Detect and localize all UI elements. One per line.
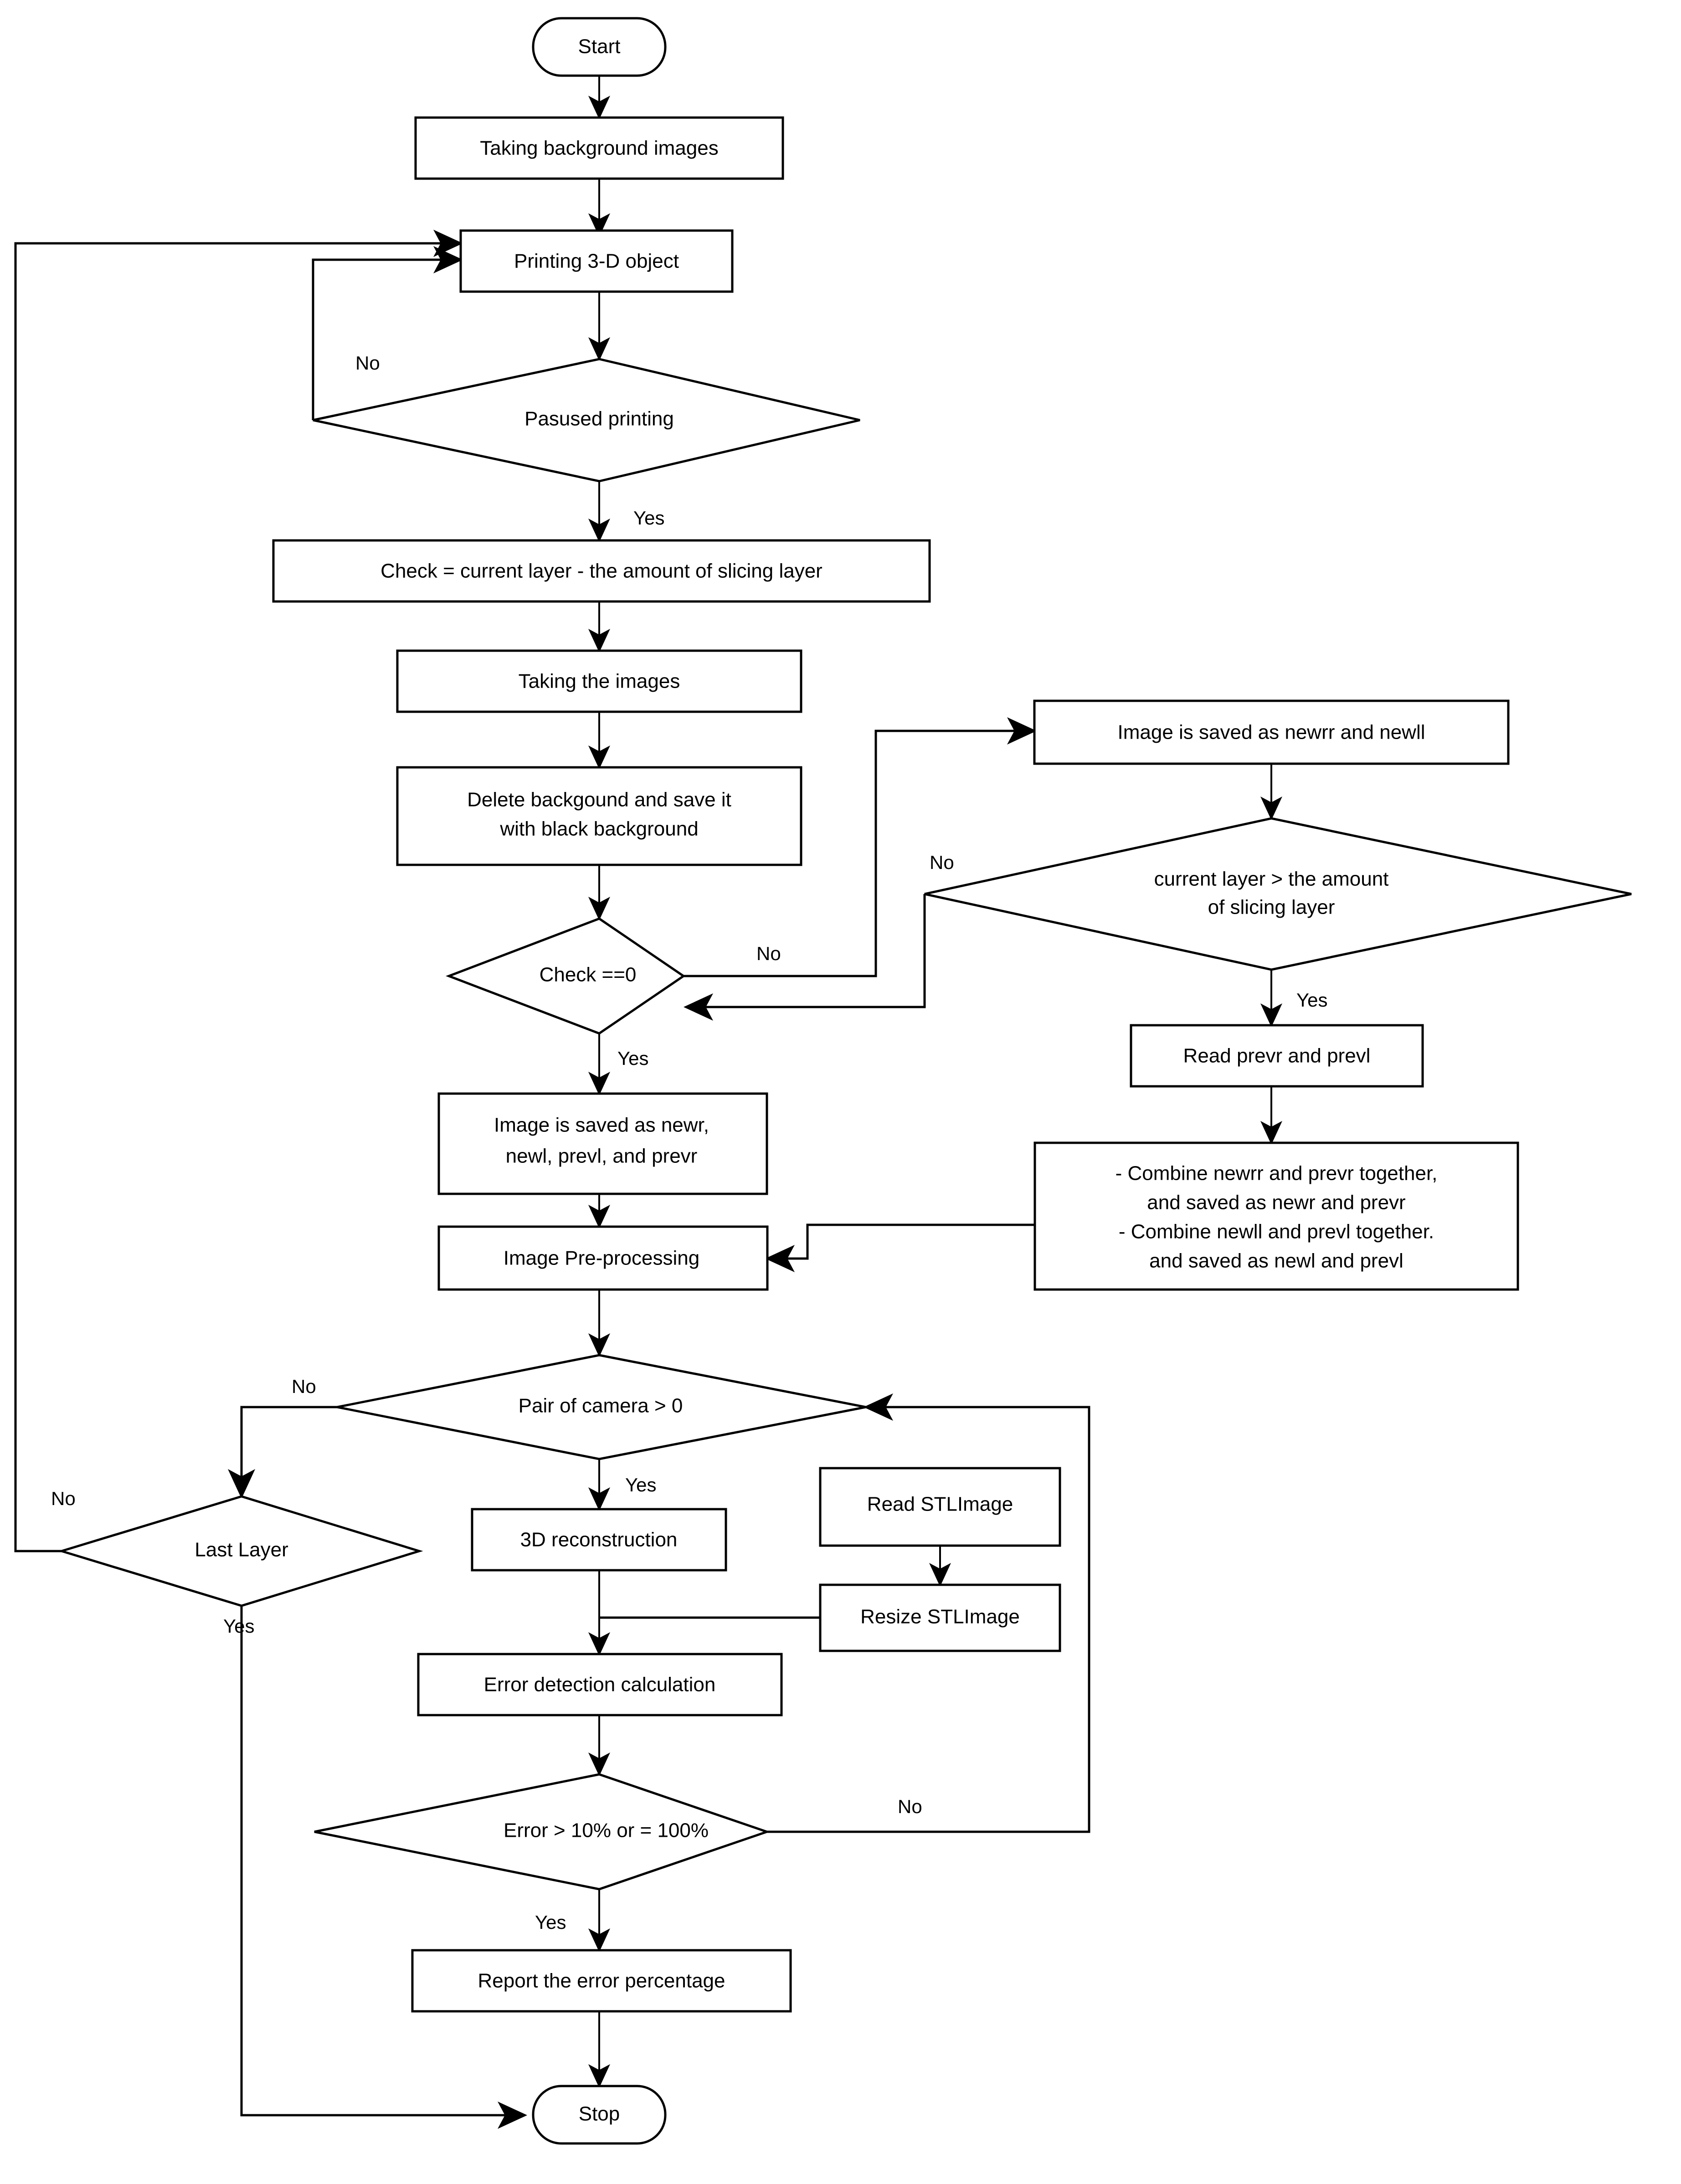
edge-label-layer-gt-yes: Yes bbox=[1296, 989, 1328, 1011]
recon-3d-label: 3D reconstruction bbox=[520, 1529, 678, 1551]
check-zero-label: Check ==0 bbox=[540, 964, 637, 986]
node-taking-background-images: Taking background images bbox=[414, 116, 784, 180]
combine-label-line2: and saved as newr and prevr bbox=[1147, 1192, 1405, 1214]
read-stl-label: Read STLImage bbox=[867, 1493, 1013, 1516]
node-error-threshold: Error > 10% or = 100% bbox=[314, 1773, 771, 1891]
edge-last-layer-yes-to-stop bbox=[240, 1606, 527, 2129]
error-calc-label: Error detection calculation bbox=[484, 1674, 716, 1696]
node-error-detection-calculation: Error detection calculation bbox=[417, 1653, 783, 1716]
node-read-prevr-prevl: Read prevr and prevl bbox=[1130, 1024, 1424, 1088]
edge-last-layer-no-to-printing bbox=[14, 230, 463, 1552]
error-test-label: Error > 10% or = 100% bbox=[504, 1819, 709, 1842]
recon-3d-shape bbox=[471, 1508, 727, 1572]
node-start: Start bbox=[532, 17, 667, 77]
edge-paused-no-to-printing bbox=[312, 246, 463, 420]
edge-label-check-zero-yes: Yes bbox=[617, 1048, 649, 1069]
saved-newr-label-line2: newl, prevl, and prevr bbox=[506, 1145, 698, 1167]
edges-layer bbox=[14, 76, 1282, 2129]
saved-newr-label-line1: Image is saved as newr, bbox=[494, 1114, 709, 1136]
saved-newr-shape bbox=[437, 1092, 768, 1195]
node-combine-images: - Combine newrr and prevr together, and … bbox=[1033, 1141, 1519, 1291]
start-label: Start bbox=[578, 36, 621, 58]
edge-label-paused-no: No bbox=[355, 352, 380, 374]
edge-label-paused-yes: Yes bbox=[633, 507, 665, 529]
delete-bg-label-line1: Delete backgound and save it bbox=[467, 789, 731, 811]
read-prev-shape bbox=[1130, 1024, 1424, 1088]
read-prev-label: Read prevr and prevl bbox=[1183, 1045, 1371, 1067]
check-zero-decision-shape bbox=[445, 917, 686, 1035]
read-stl-shape bbox=[819, 1467, 1061, 1547]
edge-labels-layer: No Yes No Yes No Yes No Yes No Yes No Ye… bbox=[51, 352, 1328, 1933]
combine-label-line3: - Combine newll and prevl together. bbox=[1119, 1221, 1434, 1243]
check-calc-label: Check = current layer - the amount of sl… bbox=[380, 560, 823, 582]
node-resize-stlimage: Resize STLImage bbox=[819, 1583, 1061, 1652]
edge-label-pair-camera-no: No bbox=[292, 1376, 316, 1397]
stop-label: Stop bbox=[579, 2103, 620, 2125]
preprocessing-label: Image Pre-processing bbox=[504, 1247, 699, 1269]
node-3d-reconstruction: 3D reconstruction bbox=[471, 1508, 727, 1572]
preprocessing-shape bbox=[437, 1225, 769, 1291]
resize-stl-label: Resize STLImage bbox=[860, 1606, 1020, 1628]
edge-layer-gt-no-to-check-zero bbox=[684, 894, 926, 1021]
edge-label-layer-gt-no: No bbox=[930, 852, 954, 873]
edge-error-no-to-pair-camera bbox=[767, 1393, 1090, 1833]
taking-images-shape bbox=[396, 649, 802, 713]
node-read-stlimage: Read STLImage bbox=[819, 1467, 1061, 1547]
taking-background-shape bbox=[414, 116, 784, 180]
resize-stl-shape bbox=[819, 1583, 1061, 1652]
report-label: Report the error percentage bbox=[478, 1970, 725, 1992]
printing-label: Printing 3-D object bbox=[514, 250, 679, 272]
last-layer-decision-shape bbox=[57, 1495, 423, 1607]
node-pair-of-camera: Pair of camera > 0 bbox=[337, 1354, 866, 1460]
edge-label-last-layer-yes: Yes bbox=[223, 1615, 255, 1637]
node-report-error-percentage: Report the error percentage bbox=[411, 1949, 792, 2013]
paused-label: Pasused printing bbox=[524, 408, 674, 430]
report-shape bbox=[411, 1949, 792, 2013]
node-delete-background: Delete backgound and save it with black … bbox=[396, 766, 802, 866]
edge-pair-camera-no-to-last-layer bbox=[228, 1406, 337, 1499]
delete-bg-shape bbox=[396, 766, 802, 866]
node-image-saved-newrr-newll: Image is saved as newrr and newll bbox=[1033, 699, 1510, 765]
node-current-layer-greater: current layer > the amount of slicing la… bbox=[924, 817, 1632, 971]
combine-label-line1: - Combine newrr and prevr together, bbox=[1116, 1162, 1438, 1185]
node-stop: Stop bbox=[532, 2085, 667, 2145]
taking-background-label: Taking background images bbox=[480, 137, 718, 159]
start-terminator-shape bbox=[532, 17, 667, 77]
node-last-layer: Last Layer bbox=[57, 1495, 423, 1607]
edge-label-error-yes: Yes bbox=[535, 1912, 566, 1933]
delete-bg-label-line2: with black background bbox=[499, 818, 698, 840]
layer-gt-label-line2: of slicing layer bbox=[1208, 896, 1335, 919]
edge-check-zero-no-to-saved-newrr bbox=[684, 717, 1037, 977]
layer-gt-decision-shape bbox=[924, 817, 1632, 971]
check-calc-shape bbox=[272, 539, 931, 603]
combine-shape bbox=[1033, 1141, 1519, 1291]
error-test-decision-shape bbox=[314, 1773, 771, 1891]
pair-camera-decision-shape bbox=[337, 1354, 866, 1460]
node-printing-3d-object: Printing 3-D object bbox=[459, 229, 734, 293]
node-paused-printing: Pasused printing bbox=[313, 358, 860, 483]
saved-newrr-shape bbox=[1033, 699, 1510, 765]
node-image-preprocessing: Image Pre-processing bbox=[437, 1225, 769, 1291]
edge-label-error-no: No bbox=[898, 1796, 922, 1817]
printing-shape bbox=[459, 229, 734, 293]
edge-label-check-zero-no: No bbox=[756, 943, 781, 964]
edge-label-last-layer-no: No bbox=[51, 1488, 76, 1509]
edge-combine-to-preprocessing bbox=[765, 1223, 1035, 1272]
taking-images-label: Taking the images bbox=[519, 670, 680, 693]
node-check-calculation: Check = current layer - the amount of sl… bbox=[272, 539, 931, 603]
last-layer-label: Last Layer bbox=[195, 1539, 288, 1561]
combine-label-line4: and saved as newl and prevl bbox=[1149, 1250, 1403, 1272]
edge-label-pair-camera-yes: Yes bbox=[625, 1474, 657, 1495]
layer-gt-label-line1: current layer > the amount bbox=[1154, 868, 1389, 890]
pair-camera-label: Pair of camera > 0 bbox=[519, 1395, 683, 1417]
stop-terminator-shape bbox=[532, 2085, 667, 2145]
node-image-saved-newr-set: Image is saved as newr, newl, prevl, and… bbox=[437, 1092, 768, 1195]
saved-newrr-label: Image is saved as newrr and newll bbox=[1118, 721, 1425, 744]
error-calc-shape bbox=[417, 1653, 783, 1716]
node-taking-the-images: Taking the images bbox=[396, 649, 802, 713]
node-check-equals-zero: Check ==0 bbox=[445, 917, 686, 1035]
paused-decision-shape bbox=[313, 358, 860, 483]
